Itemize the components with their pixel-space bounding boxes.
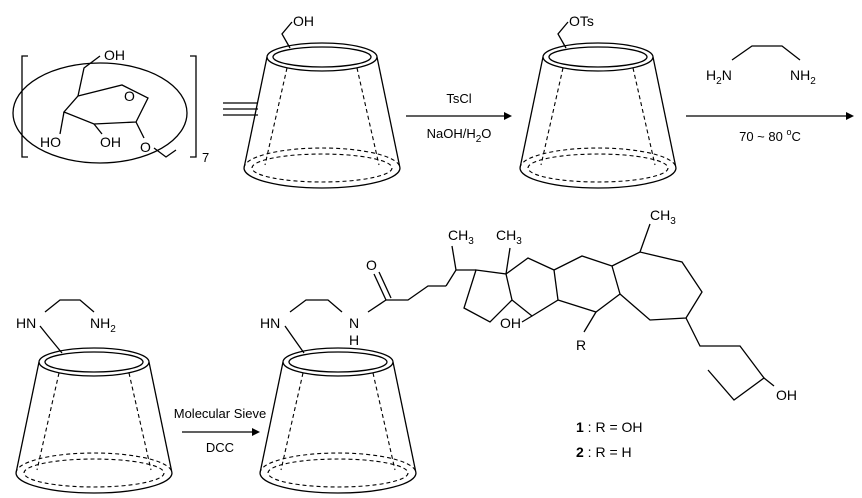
step3-arrow: Molecular Sieve DCC (174, 406, 267, 455)
cd2-substituent: OTs (569, 13, 594, 29)
cd1-substituent: OH (293, 13, 314, 29)
step1-arrow: TsCl NaOH/H2O (406, 91, 512, 145)
glucose-ring-o: O (124, 88, 135, 104)
compound-legend: 1 : R = OH 2 : R = H (576, 419, 643, 460)
step2-arrow: H2N NH2 70 ~ 80 oC (686, 45, 854, 144)
ch3-angular: CH3 (650, 207, 676, 227)
legend-item-2: 2 : R = H (576, 444, 632, 460)
oh-end: OH (776, 387, 797, 403)
glucose-oh-top: OH (104, 47, 125, 63)
step3-reagent-top: Molecular Sieve (174, 406, 267, 421)
legend-item-1: 1 : R = OH (576, 419, 643, 435)
glucose-ho: HO (40, 134, 61, 150)
glucose-repeat-count: 7 (202, 150, 209, 165)
oh-ring: OH (500, 315, 521, 331)
product-cyclodextrin (259, 347, 417, 494)
product-amide-h: H (349, 332, 359, 348)
glucose-link-o: O (140, 139, 151, 155)
glucose-unit: OH O HO OH O 7 (12, 47, 209, 165)
product-linker: HN N H O (260, 257, 446, 354)
step2-amine-left: H2N (706, 67, 732, 87)
equivalence-sign (223, 102, 258, 116)
steroid-skeleton: CH3 CH3 OH R CH3 OH (445, 207, 797, 403)
cyclodextrin-amine: HN NH2 (15, 299, 173, 494)
glucose-oh-mid: OH (100, 134, 121, 150)
cyclodextrin-oh: OH (243, 13, 401, 189)
step1-reagent-bottom: NaOH/H2O (427, 126, 492, 145)
step2-conditions: 70 ~ 80 oC (739, 127, 801, 144)
step1-reagent-top: TsCl (446, 91, 471, 106)
cd3-nh2: NH2 (90, 315, 116, 335)
ch3-d: CH3 (496, 227, 522, 247)
step2-amine-right: NH2 (790, 67, 816, 87)
cd3-hn: HN (16, 315, 36, 331)
ch3-side: CH3 (448, 227, 474, 247)
product-carbonyl-o: O (366, 257, 377, 273)
r-substituent: R (576, 337, 586, 353)
product-amide-n: N (349, 315, 359, 331)
step3-reagent-bottom: DCC (206, 440, 234, 455)
cyclodextrin-ots: OTs (519, 13, 677, 189)
product-hn: HN (260, 315, 280, 331)
